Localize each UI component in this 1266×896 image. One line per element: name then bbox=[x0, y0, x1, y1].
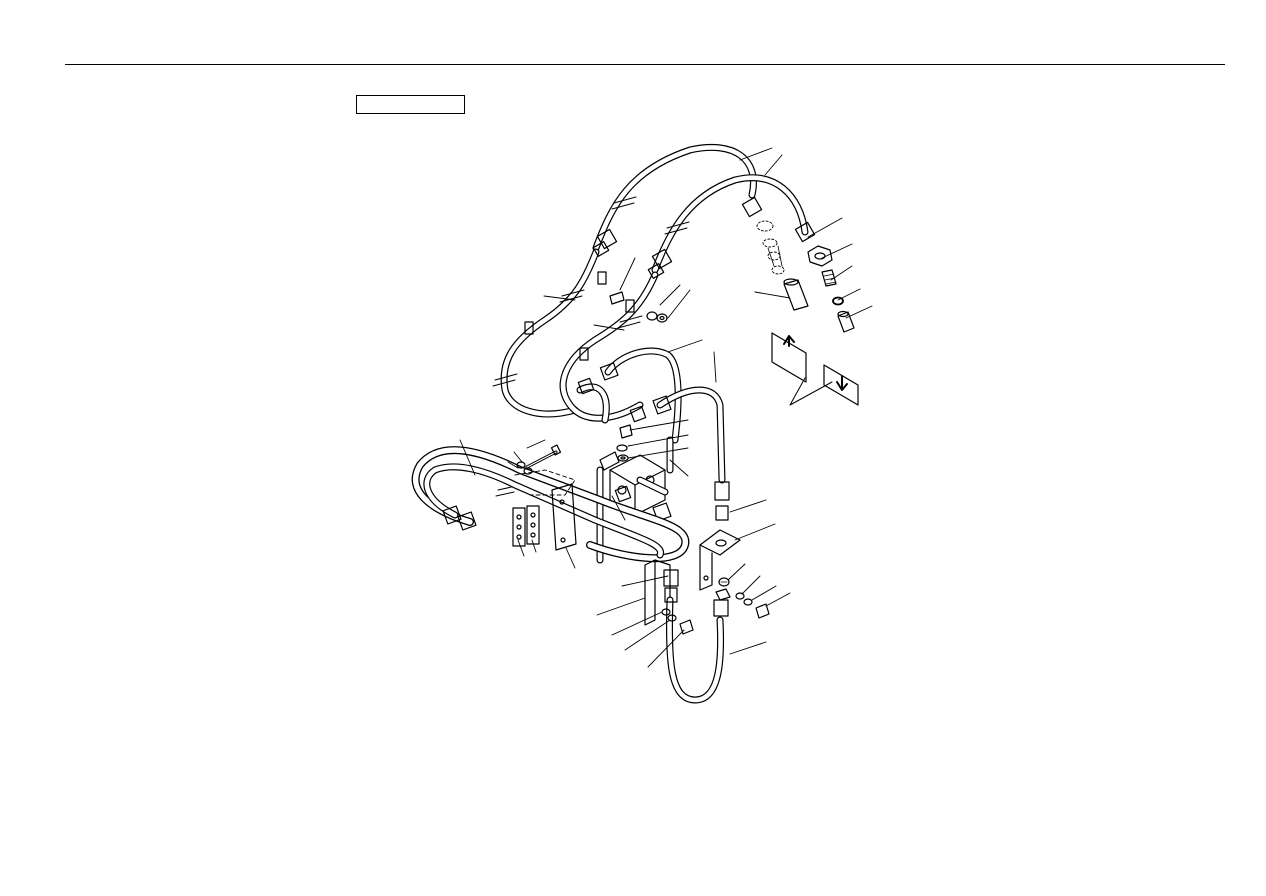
direction-arrow-placards bbox=[771, 332, 859, 406]
upper-hose-right bbox=[559, 174, 809, 422]
middle-loop-hoses bbox=[576, 347, 726, 564]
header-rule bbox=[65, 64, 1225, 65]
manifold-fasteners bbox=[616, 424, 633, 462]
clamp-plates bbox=[512, 483, 577, 551]
hose-fittings-upper bbox=[592, 196, 816, 279]
lower-fasteners bbox=[661, 577, 770, 635]
figure-label-box bbox=[356, 95, 465, 114]
hose-fittings-middle bbox=[577, 362, 730, 521]
lower-u-hose bbox=[663, 569, 731, 704]
upper-middle-fasteners bbox=[609, 291, 668, 323]
hose-break-marks bbox=[492, 196, 690, 497]
callout-leader-lines bbox=[459, 147, 873, 668]
exploded-fittings-top-right bbox=[756, 220, 855, 333]
left-bolt-assembly bbox=[516, 444, 562, 475]
right-angle-bracket bbox=[699, 529, 741, 591]
left-u-hose bbox=[411, 446, 690, 563]
upper-hose-left bbox=[500, 143, 757, 418]
manifold-block bbox=[599, 451, 672, 522]
hose-clamp-tabs bbox=[524, 271, 635, 361]
phantom-bracket-outline bbox=[514, 469, 576, 496]
